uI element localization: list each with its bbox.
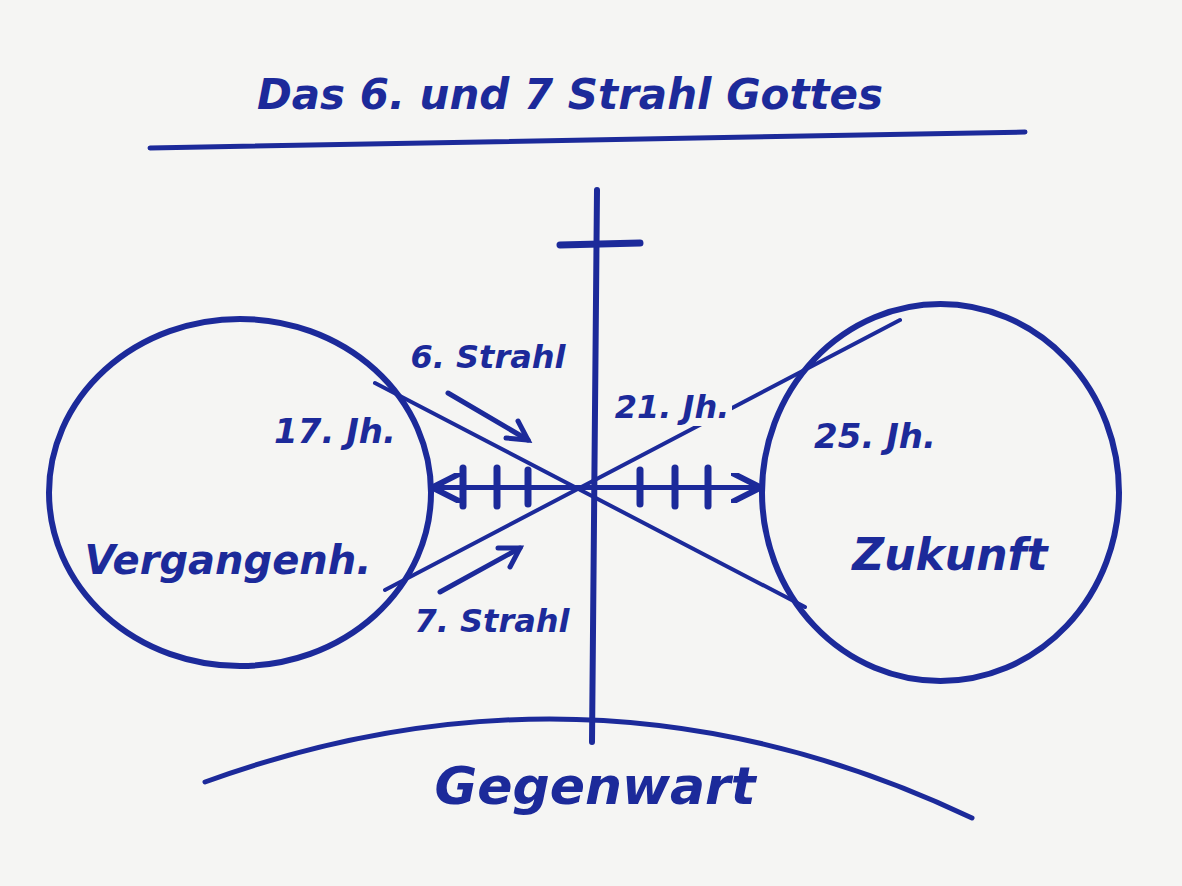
present-arc (205, 719, 972, 818)
circle-outline (45, 315, 435, 670)
annotation-label: Gegenwart (431, 758, 758, 815)
circle-text: 17. Jh. (271, 413, 399, 450)
circle-outline (762, 304, 1119, 681)
time-circle: 17. Jh. Vergangenh. (45, 315, 435, 670)
pointer-arrow (440, 548, 520, 592)
time-circle: 25. Jh. Zukunft (758, 300, 1123, 685)
title: Das 6. und 7 Strahl Gottes (254, 72, 886, 118)
cross-vertical (592, 190, 597, 742)
circle-text: Vergangenh. (82, 538, 375, 582)
annotation-label: 21. Jh. (612, 390, 733, 425)
circle-text: 25. Jh. (811, 418, 939, 455)
pointer-arrow (448, 393, 528, 440)
time-axis-arrow (435, 485, 758, 490)
annotation-label: 7. Strahl (411, 604, 572, 639)
title-underline (150, 132, 1025, 148)
circle-outline (758, 300, 1123, 685)
cross-bar (560, 243, 640, 245)
circle-text: Zukunft (849, 531, 1050, 579)
circle-outline (49, 319, 431, 666)
ray-line (375, 383, 805, 607)
annotation-label: 6. Strahl (407, 340, 568, 375)
